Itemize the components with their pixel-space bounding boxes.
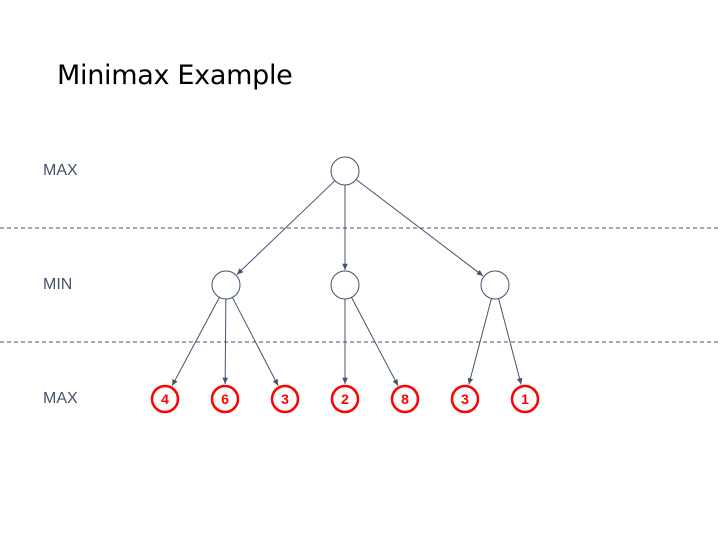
edge-min-1-to-leaf-3 bbox=[231, 297, 279, 386]
leaf-circle bbox=[270, 384, 300, 414]
leaf-circle bbox=[450, 384, 480, 414]
edge-min-3-to-leaf-1 bbox=[467, 298, 492, 385]
leaf-node: 3 bbox=[270, 384, 300, 414]
level-label-max-top: MAX bbox=[43, 162, 78, 179]
level-label-min: MIN bbox=[43, 276, 73, 293]
min-node-3 bbox=[480, 270, 510, 300]
leaf-node: 1 bbox=[510, 384, 540, 414]
leaf-circle bbox=[510, 384, 540, 414]
leaf-value: 1 bbox=[521, 391, 529, 407]
tree-nodes: 4 6 3 2 8 3 1 bbox=[150, 156, 540, 414]
leaf-value: 6 bbox=[221, 391, 229, 407]
leaf-node: 8 bbox=[390, 384, 420, 414]
leaf-circle bbox=[330, 384, 360, 414]
leaf-node: 6 bbox=[210, 384, 240, 414]
edge-min-2-to-leaf-2 bbox=[351, 297, 399, 386]
level-label-max-bottom: MAX bbox=[43, 390, 78, 407]
leaf-circle bbox=[150, 384, 180, 414]
leaf-value: 4 bbox=[161, 391, 169, 407]
leaf-circle bbox=[210, 384, 240, 414]
leaf-value: 2 bbox=[341, 391, 349, 407]
edge-min-1-to-leaf-2 bbox=[222, 298, 228, 385]
slide-title: Minimax Example bbox=[57, 60, 293, 91]
leaf-value: 3 bbox=[461, 391, 469, 407]
tree-edges bbox=[171, 179, 523, 387]
leaf-value: 3 bbox=[281, 391, 289, 407]
leaf-node: 3 bbox=[450, 384, 480, 414]
max-root-node bbox=[330, 156, 360, 186]
edge-root-to-min-3 bbox=[355, 179, 484, 277]
leaf-node: 4 bbox=[150, 384, 180, 414]
edge-root-to-min-1 bbox=[236, 180, 336, 275]
min-node-2 bbox=[330, 270, 360, 300]
leaf-circle bbox=[390, 384, 420, 414]
leaf-node: 2 bbox=[330, 384, 360, 414]
edge-min-1-to-leaf-1 bbox=[171, 297, 220, 387]
leaf-value: 8 bbox=[401, 391, 409, 407]
edge-min-3-to-leaf-2 bbox=[498, 298, 523, 385]
min-node-1 bbox=[211, 270, 241, 300]
